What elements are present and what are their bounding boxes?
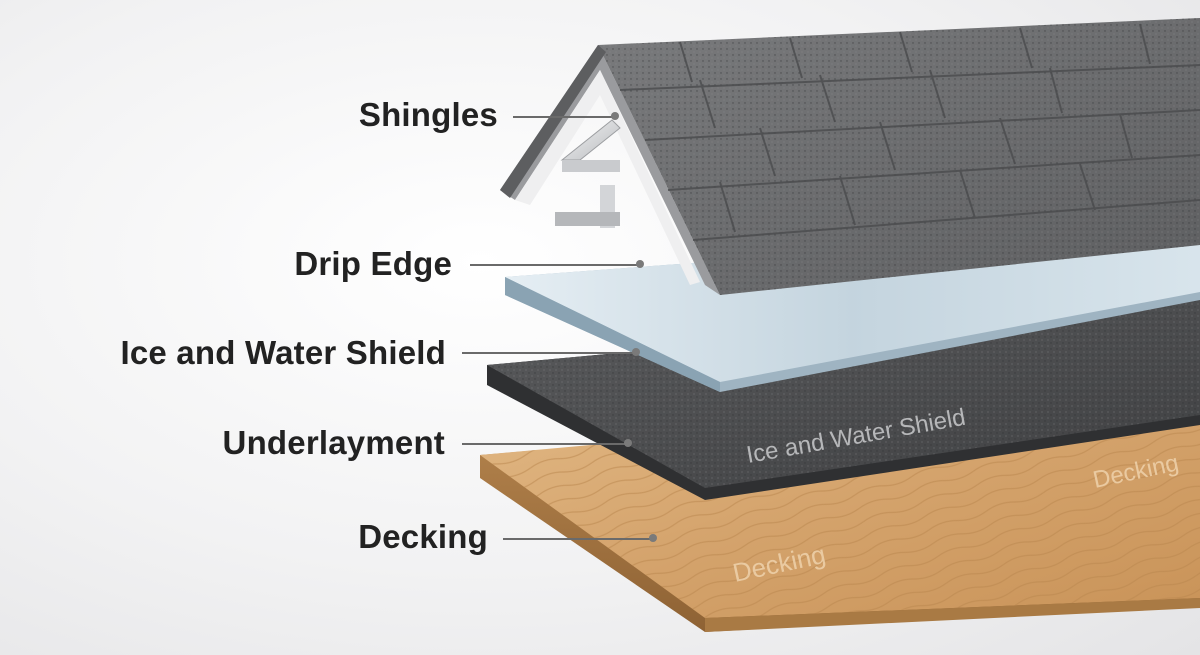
connector-decking <box>503 538 653 540</box>
connector-dot-decking <box>649 534 657 542</box>
connector-dot-drip-edge <box>636 260 644 268</box>
connector-underlayment <box>462 443 628 445</box>
label-shingles: Shingles <box>358 96 498 133</box>
connector-drip-edge <box>470 264 640 266</box>
label-decking: Decking <box>358 518 488 555</box>
label-underlayment: Underlayment <box>222 424 445 461</box>
label-drip-edge: Drip Edge <box>294 245 452 282</box>
shingles-layer <box>500 18 1200 295</box>
connector-dot-shingles <box>611 112 619 120</box>
connector-shingles <box>513 116 615 118</box>
connector-ice-water-shield <box>462 352 636 354</box>
connector-dot-ice-water-shield <box>632 348 640 356</box>
connector-dot-underlayment <box>624 439 632 447</box>
ice-water-shield-layer <box>505 225 1200 392</box>
drip-edge-layer <box>555 119 621 228</box>
label-ice-water-shield: Ice and Water Shield <box>120 334 446 371</box>
